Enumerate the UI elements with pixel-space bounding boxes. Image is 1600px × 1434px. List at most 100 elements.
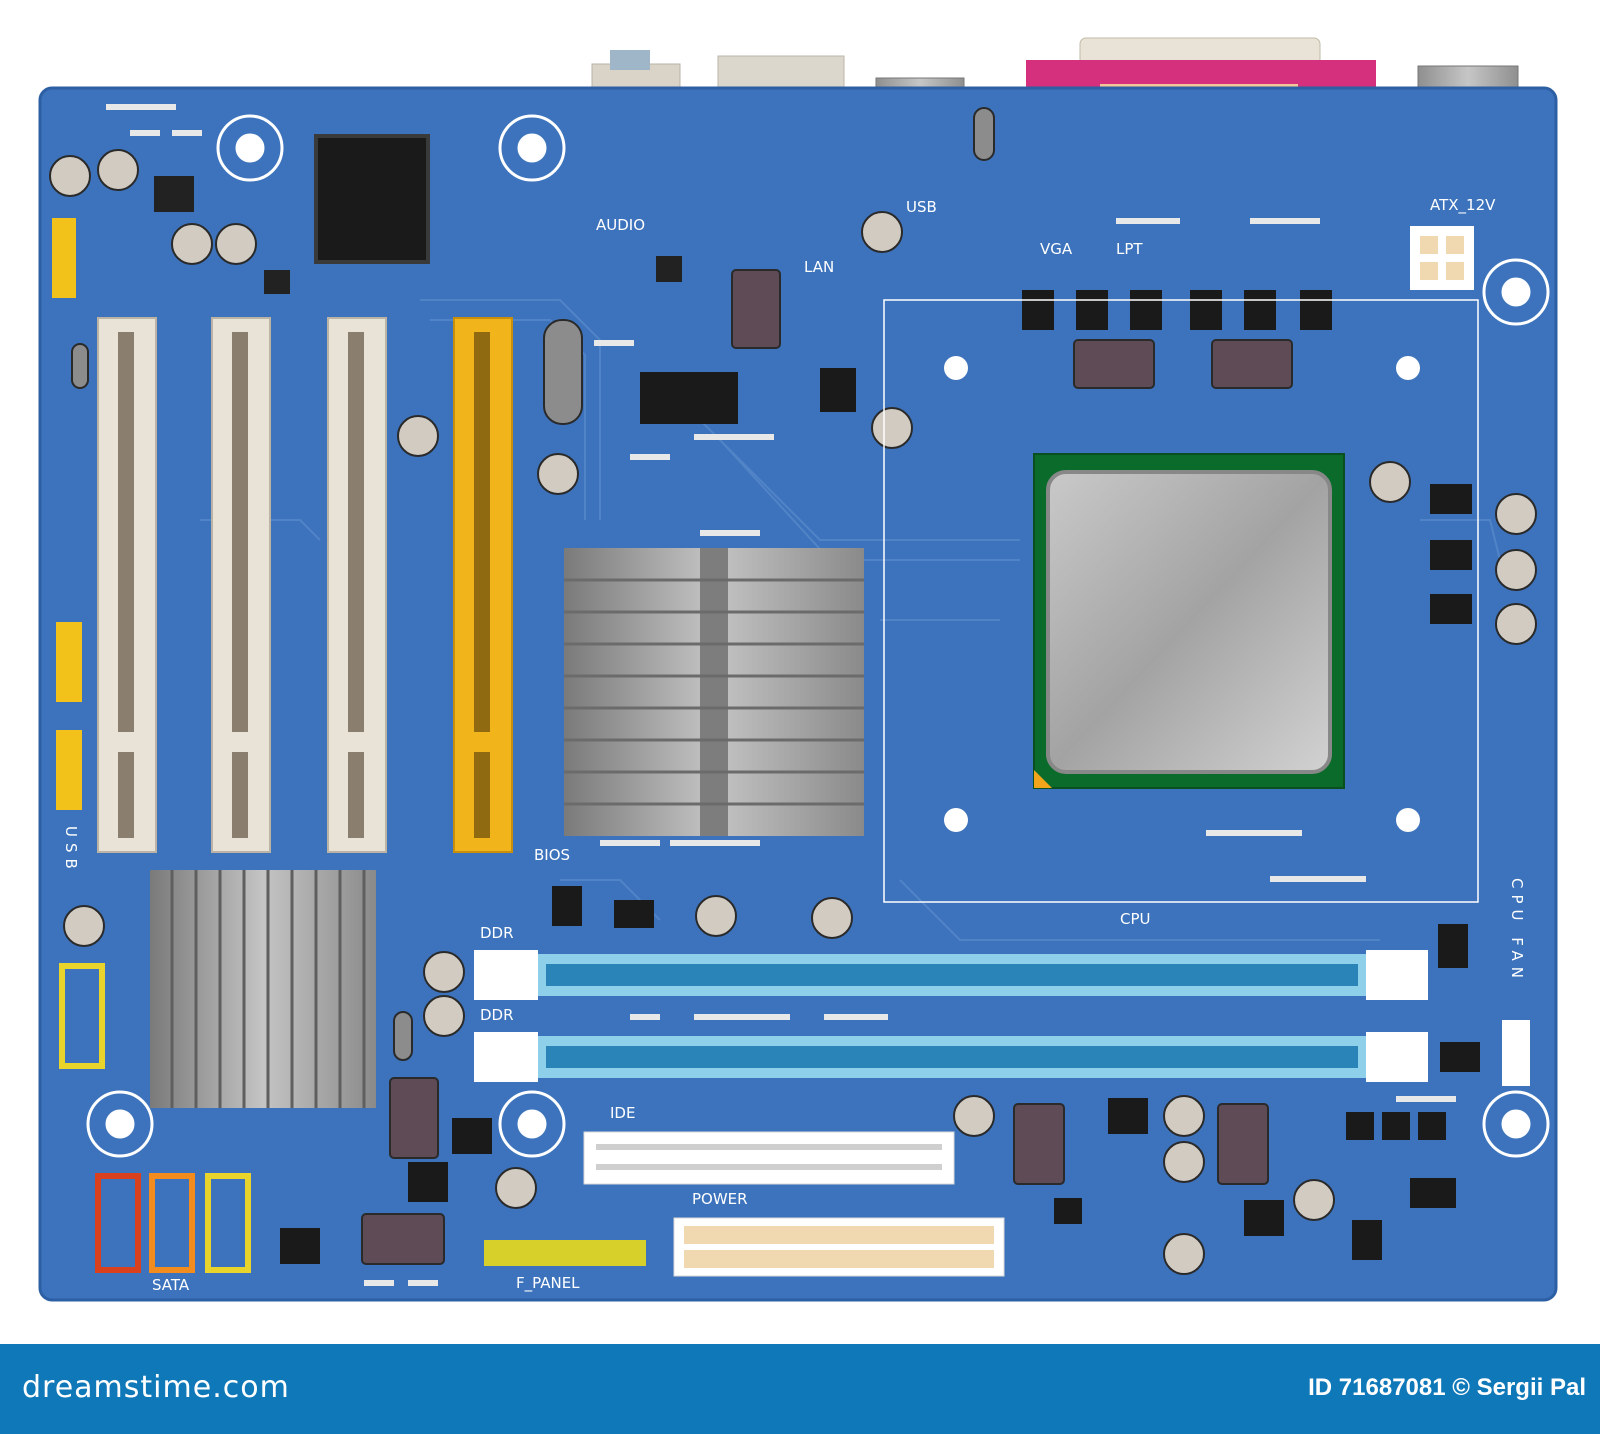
smd-resistor [1206, 830, 1302, 836]
capacitor [871, 407, 913, 449]
mosfet [552, 886, 582, 926]
capacitor [63, 905, 105, 947]
smd-resistor [106, 104, 176, 110]
mount-hole [1501, 277, 1531, 307]
inductor [1013, 1103, 1065, 1185]
capacitor [537, 453, 579, 495]
mounting-holes [86, 114, 1550, 1158]
ddr-latch [1366, 1032, 1428, 1082]
mount-hole [1482, 1090, 1550, 1158]
smd-resistor [130, 130, 160, 136]
mount-hole [86, 1090, 154, 1158]
label-ddr-1: DDR [480, 924, 514, 942]
heatsink-spine [700, 548, 728, 836]
smd-resistor [364, 1280, 394, 1286]
atx-12v-pin [1420, 236, 1438, 254]
pci-slot-groove [348, 752, 364, 838]
pin-header [56, 730, 82, 810]
agp-slot-groove [474, 332, 490, 732]
smd-resistor [700, 530, 760, 536]
capacitor [215, 223, 257, 265]
smd-resistor [630, 1014, 660, 1020]
sata-port-side [59, 963, 105, 1069]
mosfet [1054, 1198, 1082, 1224]
inductor [389, 1077, 439, 1159]
smd-components [106, 104, 1456, 1286]
inductor [731, 269, 781, 349]
smd-resistor [630, 454, 670, 460]
capacitor [861, 211, 903, 253]
capacitor [1495, 549, 1537, 591]
capacitor [423, 951, 465, 993]
capacitor [171, 223, 213, 265]
label-atx-12v: ATX_12V [1430, 196, 1496, 215]
usb-headers [52, 218, 82, 810]
crystal-oscillator [973, 107, 995, 161]
label-vga: VGA [1040, 240, 1073, 258]
mount-hole [1501, 1109, 1531, 1139]
inductor [1211, 339, 1293, 389]
smd-resistor [694, 1014, 790, 1020]
label-ide: IDE [610, 1104, 635, 1122]
mosfet [1410, 1178, 1456, 1208]
atx-12v-pin [1420, 262, 1438, 280]
mount-hole [498, 114, 566, 182]
ddr-latch [474, 950, 538, 1000]
capacitor [1369, 461, 1411, 503]
ide-pins [596, 1144, 942, 1170]
capacitor [695, 895, 737, 937]
ide-connector [583, 1131, 955, 1185]
mosfet [1244, 1200, 1284, 1236]
mount-hole [517, 1109, 547, 1139]
label-bios: BIOS [534, 846, 570, 864]
socket-hole [1396, 808, 1420, 832]
southbridge-heatsink [150, 870, 376, 1108]
ddr-slot-2 [474, 1032, 1428, 1082]
sata-port-yellow [205, 1173, 251, 1273]
mosfet [1352, 1220, 1382, 1260]
capacitor [1495, 493, 1537, 535]
f-panel-header [484, 1240, 646, 1266]
small-chip [264, 270, 290, 294]
capacitor [49, 155, 91, 197]
inductor [1217, 1103, 1269, 1185]
inductors [361, 269, 1293, 1265]
capacitor [495, 1167, 537, 1209]
inductor [361, 1213, 445, 1265]
mosfet [408, 1162, 448, 1202]
pin-header [56, 622, 82, 702]
ddr-slot-1 [474, 950, 1428, 1000]
label-power: POWER [692, 1190, 748, 1208]
mosfet [1022, 290, 1054, 330]
audio-jack-top [610, 50, 650, 70]
capacitor [1495, 603, 1537, 645]
socket-hole [1396, 356, 1420, 380]
label-audio: AUDIO [596, 216, 645, 234]
mount-hole [235, 133, 265, 163]
label-ddr-2: DDR [480, 1006, 514, 1024]
capacitor [423, 995, 465, 1037]
io-controller-chip [314, 134, 430, 264]
atx-power-pin-row [684, 1226, 994, 1244]
bios-chip [640, 372, 738, 424]
cpu-socket-outline [883, 299, 1479, 903]
pci-slot-groove [232, 752, 248, 838]
mosfet [1346, 1112, 1374, 1140]
mosfets [280, 290, 1480, 1264]
capacitor [1163, 1233, 1205, 1275]
mosfet [1382, 1112, 1410, 1140]
mosfet [280, 1228, 320, 1264]
mount-hole [105, 1109, 135, 1139]
small-chip [656, 256, 682, 282]
mount-hole [517, 133, 547, 163]
watermark-footer-bar: dreamstime.com ID 71687081 © Sergii Pal [0, 1344, 1600, 1434]
agp-slot-groove [474, 752, 490, 838]
mosfet [1430, 540, 1472, 570]
mosfet [1300, 290, 1332, 330]
inductor [1073, 339, 1155, 389]
smd-resistor [1116, 218, 1180, 224]
pci-slot-groove [118, 752, 134, 838]
atx-12v-pin [1446, 236, 1464, 254]
ide-pin-row [596, 1144, 942, 1150]
sata-port-red [95, 1173, 141, 1273]
